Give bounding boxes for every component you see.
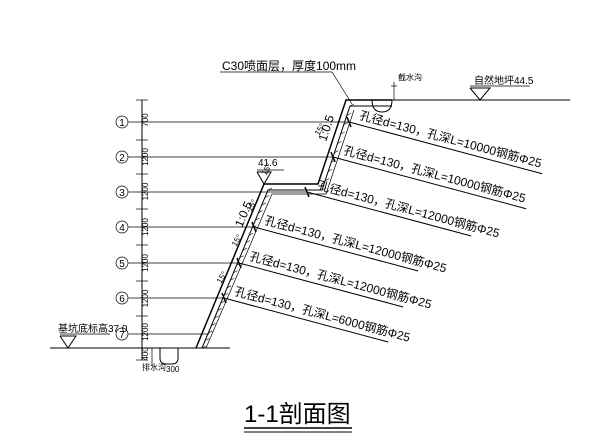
bottom-ditch <box>159 348 179 365</box>
top-ditch-label: 截水沟 <box>398 72 422 82</box>
row-spacing: 700 <box>141 113 150 127</box>
facing-hatch <box>230 278 235 281</box>
facing-hatch <box>242 247 247 251</box>
facing-hatch <box>343 122 348 125</box>
facing-hatch <box>328 169 333 172</box>
anchor-head <box>236 257 242 269</box>
facing-hatch <box>340 131 345 135</box>
facing-hatch <box>201 345 207 349</box>
facing-hatch <box>249 232 254 236</box>
facing-hatch <box>267 187 273 191</box>
angle-mark: 15° <box>230 233 244 248</box>
top-ditch <box>371 99 393 113</box>
slope-profile-inner2 <box>205 109 355 349</box>
row-spacing: 1200 <box>141 323 150 341</box>
anchor-head <box>346 116 352 128</box>
row-number: 6 <box>119 294 125 305</box>
facing-hatch <box>223 293 229 296</box>
facing-hatch <box>208 330 213 334</box>
facing-hatch <box>220 300 225 304</box>
row-number: 2 <box>119 153 125 164</box>
facing-hatch <box>334 150 339 153</box>
facing-hatch <box>205 338 210 341</box>
row-number: 1 <box>119 118 125 129</box>
berm-elev-marker <box>256 171 272 185</box>
facing-hatch <box>233 270 238 274</box>
facing-note-leader <box>331 71 353 105</box>
facing-hatch <box>211 323 216 326</box>
bottom-elev-marker <box>59 335 77 349</box>
row-spacing: 1200 <box>141 182 150 200</box>
facing-hatch <box>349 103 355 107</box>
facing-hatch <box>337 141 342 144</box>
facing-hatch <box>321 187 327 191</box>
row-number: 7 <box>119 330 125 341</box>
row-spacing: 400 <box>141 347 150 361</box>
anchor-line <box>306 191 472 237</box>
facing-hatch <box>261 202 266 206</box>
section-title: 1-1剖面图 <box>244 401 351 428</box>
row-number: 3 <box>119 188 125 199</box>
facing-hatch <box>239 255 244 258</box>
facing-hatch <box>255 217 260 221</box>
facing-hatch <box>346 113 352 116</box>
facing-hatch <box>324 178 330 181</box>
top-elev-marker <box>469 87 492 101</box>
row-number: 5 <box>119 259 125 270</box>
anchor-line <box>223 297 389 343</box>
facing-hatch <box>214 315 219 319</box>
anchor-line <box>253 226 419 272</box>
bottom-ditch-label: 排水沟 <box>142 362 166 372</box>
berm-elevation: 41.6 <box>258 158 278 169</box>
row-number: 4 <box>119 223 125 234</box>
bottom-ditch-size: 300 <box>166 365 180 374</box>
facing-hatch <box>236 262 241 266</box>
facing-hatch <box>227 285 232 289</box>
facing-hatch <box>258 210 263 213</box>
anchor-line <box>332 156 527 210</box>
facing-hatch <box>252 225 257 228</box>
anchor-head <box>221 292 227 304</box>
facing-hatch <box>245 240 251 243</box>
top-ground-label: 自然地坪44.5 <box>474 74 534 87</box>
facing-hatch <box>217 308 222 311</box>
bottom-ground-label: 基坑底标高37.0 <box>58 322 128 335</box>
anchor-head <box>304 186 310 198</box>
anchor-line <box>238 262 404 308</box>
slope-profile-outer <box>195 99 392 349</box>
anchor-line <box>348 121 543 175</box>
facing-hatch <box>264 195 269 198</box>
facing-note: C30喷面层，厚度100mm <box>222 58 356 73</box>
facing-hatch <box>331 159 336 163</box>
